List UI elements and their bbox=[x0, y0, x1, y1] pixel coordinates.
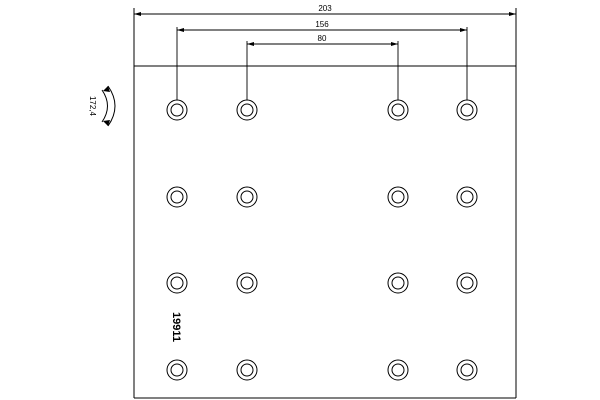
dimension-label-outer: 156 bbox=[315, 20, 329, 29]
bolt-hole-outer-ring bbox=[387, 186, 409, 208]
bolt-hole-outer-ring bbox=[166, 359, 188, 381]
bolt-hole-inner-ring bbox=[460, 363, 474, 377]
bolt-hole bbox=[387, 99, 409, 121]
bolt-hole bbox=[456, 99, 478, 121]
arrowhead-left-outer bbox=[177, 28, 184, 32]
bolt-hole bbox=[236, 272, 258, 294]
curvature-arc-outer bbox=[107, 85, 116, 127]
bolt-hole-inner-ring bbox=[170, 103, 184, 117]
dimension-outer-bolt-span: 156 bbox=[176, 20, 468, 104]
bolt-hole bbox=[166, 186, 188, 208]
arrowhead-right-outer bbox=[460, 28, 467, 32]
dimension-label-overall: 203 bbox=[318, 4, 332, 13]
bolt-hole-outer-ring bbox=[456, 359, 478, 381]
bolt-hole bbox=[387, 272, 409, 294]
bolt-hole-outer-ring bbox=[166, 186, 188, 208]
bolt-hole bbox=[456, 186, 478, 208]
bolt-hole-inner-ring bbox=[170, 363, 184, 377]
bolt-hole-outer-ring bbox=[387, 272, 409, 294]
bolt-hole bbox=[166, 272, 188, 294]
bolt-hole bbox=[456, 272, 478, 294]
arrowhead-left-overall bbox=[134, 12, 141, 16]
bolt-hole-outer-ring bbox=[236, 272, 258, 294]
dimension-overall-width: 203 bbox=[134, 4, 516, 16]
bolt-hole-outer-ring bbox=[236, 99, 258, 121]
part-number-label: 19911 bbox=[170, 312, 182, 342]
bolt-hole bbox=[166, 99, 188, 121]
bolt-hole-inner-ring bbox=[240, 190, 254, 204]
bolt-hole bbox=[456, 359, 478, 381]
curvature-arc-inner bbox=[101, 89, 108, 123]
dimension-inner-bolt-span: 80 bbox=[246, 34, 399, 104]
bolt-hole-inner-ring bbox=[170, 276, 184, 290]
bolt-hole-outer-ring bbox=[236, 359, 258, 381]
bolt-hole-outer-ring bbox=[166, 99, 188, 121]
bolt-hole bbox=[236, 359, 258, 381]
bolt-hole-inner-ring bbox=[391, 190, 405, 204]
curvature-symbol: 172,4 bbox=[88, 85, 116, 127]
curvature-arrow-top bbox=[103, 86, 110, 92]
bolt-hole bbox=[236, 99, 258, 121]
bolt-hole bbox=[387, 186, 409, 208]
curvature-arrow-bottom bbox=[103, 120, 110, 126]
bolt-hole-inner-ring bbox=[240, 276, 254, 290]
bolt-hole-inner-ring bbox=[460, 190, 474, 204]
bolt-hole-outer-ring bbox=[387, 99, 409, 121]
bolt-hole-outer-ring bbox=[166, 272, 188, 294]
bolt-hole bbox=[387, 359, 409, 381]
bolt-hole-outer-ring bbox=[456, 186, 478, 208]
bolt-hole-inner-ring bbox=[170, 190, 184, 204]
arrowhead-left-inner bbox=[247, 42, 254, 46]
bolt-hole-inner-ring bbox=[240, 103, 254, 117]
radius-label: 172,4 bbox=[88, 96, 97, 117]
bolt-hole-grid bbox=[166, 99, 478, 381]
bolt-hole-outer-ring bbox=[456, 272, 478, 294]
arrowhead-right-inner bbox=[391, 42, 398, 46]
bolt-hole bbox=[166, 359, 188, 381]
bolt-hole-inner-ring bbox=[460, 103, 474, 117]
bolt-hole-inner-ring bbox=[460, 276, 474, 290]
bolt-hole-outer-ring bbox=[456, 99, 478, 121]
bolt-hole-inner-ring bbox=[391, 363, 405, 377]
bolt-hole bbox=[236, 186, 258, 208]
lining-plate bbox=[133, 8, 517, 399]
arrowhead-right-overall bbox=[509, 12, 516, 16]
bolt-hole-outer-ring bbox=[236, 186, 258, 208]
bolt-hole-outer-ring bbox=[387, 359, 409, 381]
dimension-label-inner: 80 bbox=[318, 34, 327, 43]
bolt-hole-inner-ring bbox=[391, 103, 405, 117]
bolt-hole-inner-ring bbox=[391, 276, 405, 290]
bolt-hole-inner-ring bbox=[240, 363, 254, 377]
